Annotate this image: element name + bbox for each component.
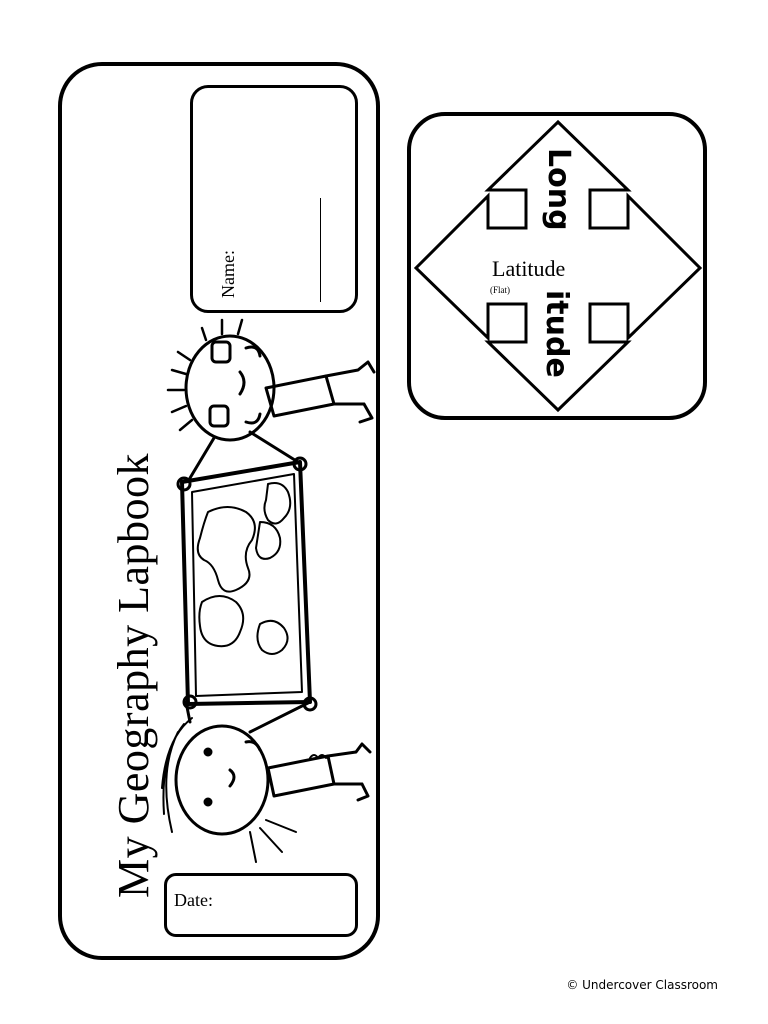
date-box[interactable] (164, 873, 358, 937)
name-box[interactable] (190, 85, 358, 313)
four-way-arrow-icon (413, 119, 703, 413)
name-label: Name: (218, 250, 238, 298)
name-write-line (320, 198, 321, 302)
latitude-label: Latitude (492, 256, 566, 281)
longitude-bottom-text: itude (539, 290, 574, 378)
longitude-top-wrap: Long (534, 148, 578, 231)
latitude-longitude-card (407, 112, 707, 420)
copyright-text: © Undercover Classroom (566, 978, 718, 992)
name-label-wrap: Name: (218, 238, 238, 298)
flat-note: (Flat) (490, 285, 510, 295)
longitude-bottom-wrap: itude (532, 290, 576, 378)
longitude-top-text: Long (541, 148, 576, 231)
date-label: Date: (174, 890, 213, 910)
kids-holding-map-illustration (161, 318, 376, 863)
